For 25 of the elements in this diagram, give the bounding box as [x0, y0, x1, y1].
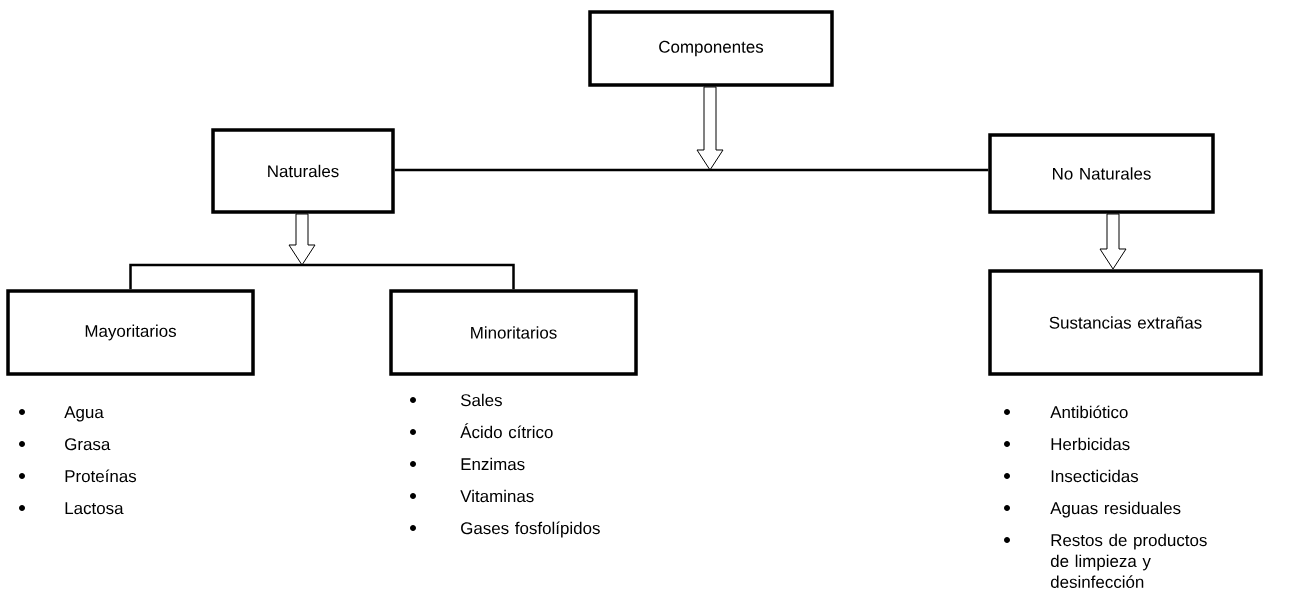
list-item: Vitaminas: [410, 489, 534, 503]
box: Naturales: [211, 128, 395, 214]
list-item: Ácido cítrico: [410, 423, 553, 439]
box: Sustancias extrañas: [988, 269, 1263, 376]
list-item: Gases fosfolípidos: [410, 521, 600, 538]
list-item: Herbicidas: [1004, 437, 1130, 451]
list-item: Aguas residuales: [1004, 501, 1181, 518]
list-item: Agua: [19, 406, 104, 422]
block-arrow: [288, 213, 316, 266]
box: No Naturales: [988, 133, 1215, 214]
list-item: Sales: [410, 393, 502, 407]
block-arrow: [1099, 213, 1127, 270]
block-arrow: [696, 86, 724, 171]
box: Componentes: [588, 10, 834, 87]
connector-line: [129, 263, 515, 290]
box: Minoritarios: [389, 289, 638, 376]
list-item: Grasa: [19, 438, 111, 451]
connector-line: [394, 168, 989, 172]
list-item: Proteínas: [19, 469, 137, 483]
list-item: Antibiótico: [1004, 405, 1128, 419]
list-item: Restos de productos de limpieza y desinfección: [1004, 533, 1207, 588]
list-item: Lactosa: [19, 502, 124, 515]
list-item: Enzimas: [410, 457, 525, 471]
list-item: Insecticidas: [1004, 469, 1139, 483]
box: Mayoritarios: [6, 289, 255, 376]
